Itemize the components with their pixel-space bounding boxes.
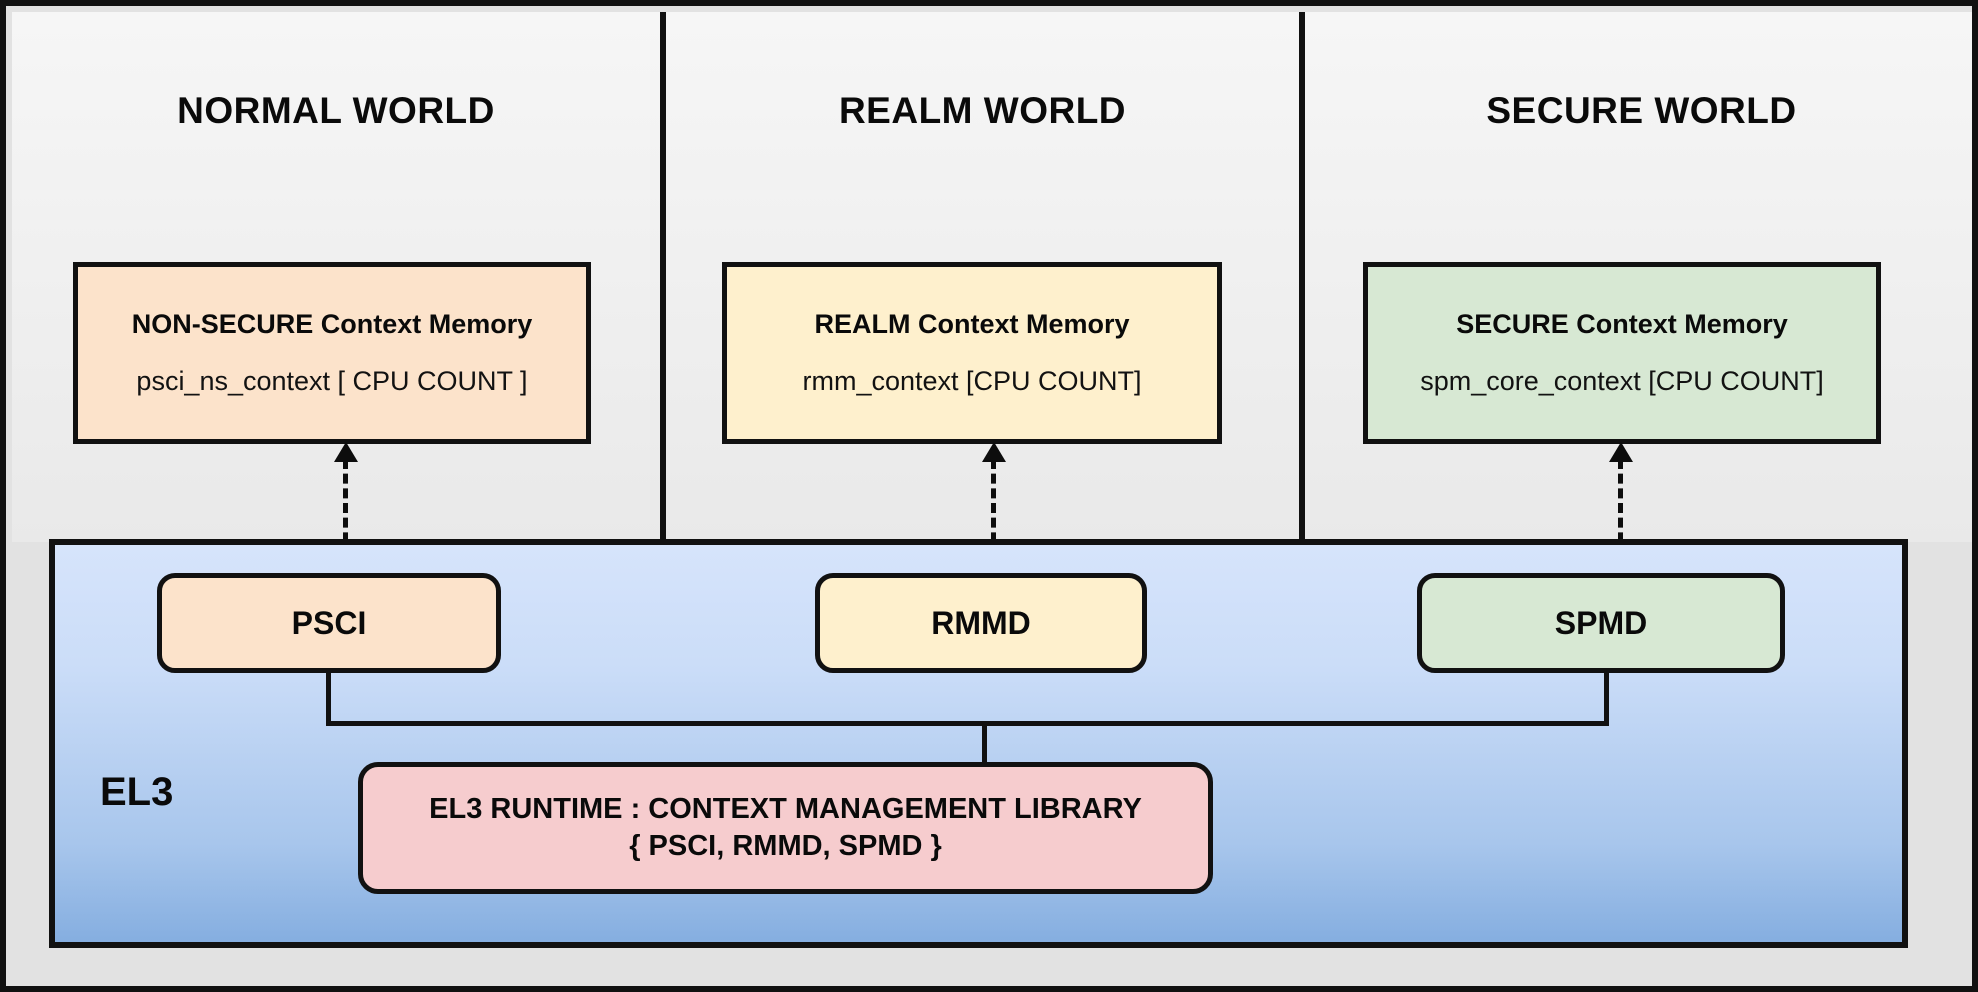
context-memory-box-secure[interactable]: SECURE Context Memory spm_core_context [… (1363, 262, 1881, 444)
context-memory-title-realm: REALM Context Memory (814, 309, 1130, 339)
el3-runtime-library-box[interactable]: EL3 RUNTIME : CONTEXT MANAGEMENT LIBRARY… (358, 762, 1213, 894)
context-memory-box-non-secure[interactable]: NON-SECURE Context Memory psci_ns_contex… (73, 262, 591, 444)
world-title-secure: SECURE WORLD (1486, 90, 1797, 131)
dispatcher-box-psci[interactable]: PSCI (157, 573, 501, 673)
dispatcher-box-rmmd[interactable]: RMMD (815, 573, 1147, 673)
world-title-normal: NORMAL WORLD (177, 90, 495, 131)
context-memory-symbol-realm: rmm_context [CPU COUNT] (802, 366, 1142, 396)
arrow-head-up-icon (1609, 442, 1633, 462)
connector-runtime-drop (982, 721, 987, 766)
dispatcher-box-spmd[interactable]: SPMD (1417, 573, 1785, 673)
el3-panel-label: EL3 (100, 770, 174, 814)
connector-spmd-vertical (1604, 673, 1609, 725)
context-memory-title-secure: SECURE Context Memory (1456, 309, 1788, 339)
connector-psci-vertical (326, 673, 331, 725)
world-divider-realm-secure (1299, 12, 1305, 542)
context-memory-symbol-secure: spm_core_context [CPU COUNT] (1420, 366, 1824, 396)
world-title-realm: REALM WORLD (838, 90, 1127, 131)
world-divider-normal-realm (660, 12, 666, 542)
arrow-head-up-icon (982, 442, 1006, 462)
el3-runtime-members: { PSCI, RMMD, SPMD } (629, 830, 942, 862)
el3-panel: EL3 PSCI RMMD SPMD EL3 RUNTIME : CONTEXT… (49, 539, 1908, 948)
connector-horizontal-bus (326, 721, 1609, 726)
arrow-stem (991, 459, 996, 557)
context-memory-box-realm[interactable]: REALM Context Memory rmm_context [CPU CO… (722, 262, 1222, 444)
context-memory-title-non-secure: NON-SECURE Context Memory (131, 309, 533, 339)
context-memory-symbol-non-secure: psci_ns_context [ CPU COUNT ] (136, 366, 528, 396)
arrow-stem (343, 459, 348, 557)
el3-runtime-title: EL3 RUNTIME : CONTEXT MANAGEMENT LIBRARY (429, 792, 1142, 825)
arrow-stem (1618, 459, 1623, 557)
arrow-head-up-icon (334, 442, 358, 462)
